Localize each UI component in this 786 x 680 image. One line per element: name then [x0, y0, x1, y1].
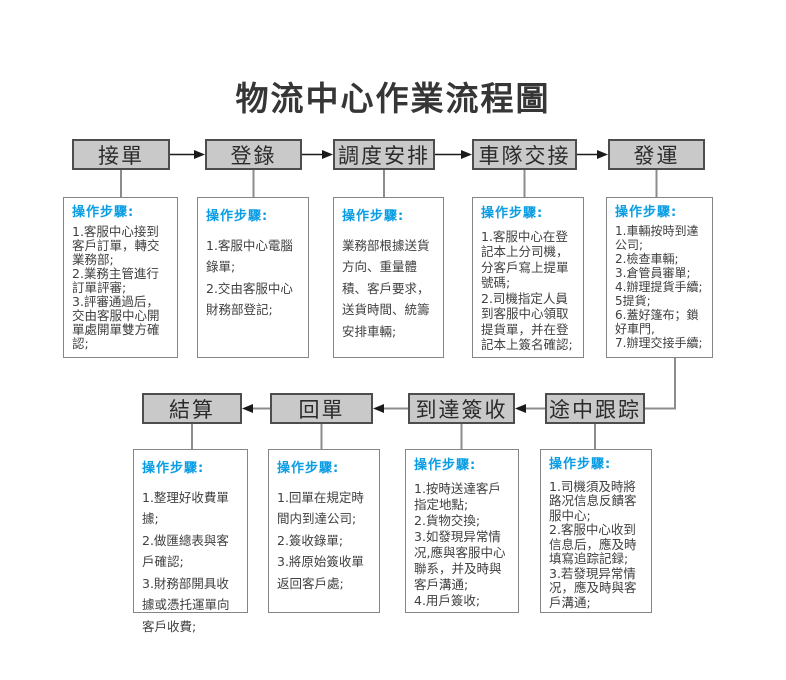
steps-box-dispatch-arrange: 操作步驟: 業務部根據送貨方向、重量體積、客戶要求，送貨時間、統籌安排車輛; [333, 197, 444, 358]
bottom-row-arrows [242, 404, 545, 413]
steps-list: 1.車輛按時到達公司;2.檢查車輛;3.倉管員審單;4.辦理提貨手續;5提貨;6… [615, 224, 706, 350]
step-text: 3.倉管員審單; [615, 266, 691, 280]
step-text: 3.如發現异常情况,應與客服中心聯系，并及時與客戶溝通; [414, 529, 506, 592]
step-text: 4.用戶簽收; [414, 593, 481, 608]
steps-header: 操作步驟: [142, 461, 205, 476]
steps-list: 業務部根據送貨方向、重量體積、客戶要求，送貨時間、統籌安排車輛; [342, 235, 437, 343]
steps-header: 操作步驟: [414, 458, 477, 473]
steps-header: 操作步驟: [72, 205, 135, 220]
flow-node-label: 發運 [633, 143, 680, 168]
flow-node-label: 登錄 [230, 143, 277, 168]
flow-node-route-tracking: 途中跟踪 [545, 393, 645, 424]
flow-node-arrival-sign: 到達簽收 [408, 393, 515, 424]
flow-node-label: 結算 [169, 397, 215, 422]
page-title: 物流中心作業流程圖 [235, 79, 551, 118]
step-text: 1.客服中心電腦錄單; [206, 237, 293, 275]
feedback-connector [645, 358, 676, 410]
steps-box-shipping: 操作步驟: 1.車輛按時到達公司;2.檢查車輛;3.倉管員審單;4.辦理提貨手續… [606, 197, 713, 358]
flow-node-label: 調度安排 [338, 143, 430, 168]
step-text: 2.貨物交換; [414, 513, 481, 528]
flow-node-label: 途中跟踪 [549, 397, 641, 422]
steps-header: 操作步驟: [549, 457, 612, 472]
steps-header: 操作步驟: [615, 205, 678, 220]
flow-node-shipping: 發運 [608, 139, 705, 170]
step-text: 2.司機指定人員到客服中心領取提貨單，并在登記本上簽名確認; [481, 290, 573, 353]
step-text: 7.辦理交接手續; [615, 336, 703, 350]
step-text: 3.若發現异常情况，應及時與客戶溝通; [549, 565, 637, 610]
step-text: 5提貨; [615, 294, 651, 308]
step-text: 6.蓋好篷布；鎖好車門, [615, 308, 699, 336]
steps-box-register: 操作步驟: 1.客服中心電腦錄單; 2.交由客服中心財務部登記; [197, 197, 309, 358]
steps-box-receive-order: 操作步驟: 1.客服中心接到客戶訂單，轉交業務部;2.業務主管進行訂單評審;3.… [63, 197, 178, 358]
flow-node-fleet-handover: 車隊交接 [472, 139, 577, 170]
top-row-arrows [170, 150, 608, 159]
steps-header: 操作步驟: [277, 461, 340, 476]
step-text: 1.司機須及時將路况信息反饋客服中心; [549, 478, 637, 523]
step-text: 2.客服中心收到信息后，應及時填寫追踪記録; [549, 522, 637, 566]
steps-list: 1.司機須及時將路况信息反饋客服中心;2.客服中心收到信息后，應及時填寫追踪記録… [549, 478, 645, 611]
step-text: 1.客服中心接到客戶訂單，轉交業務部; [72, 224, 160, 267]
steps-list: 1.客服中心在登記本上分司機，分客戶寫上提單號碼;2.司機指定人員到客服中心領取… [481, 229, 577, 353]
flow-node-label: 車隊交接 [478, 143, 571, 168]
steps-list: 1.客服中心接到客戶訂單，轉交業務部;2.業務主管進行訂單評審;3.評審通過后，… [72, 225, 171, 351]
steps-list: 1.回單在規定時間内到達公司; 2.簽收錄單; 3.將原始簽收單返回客戶處; [277, 487, 373, 595]
steps-header: 操作步驟: [206, 209, 269, 224]
step-text: 業務部根據送貨方向、重量體積、客戶要求，送貨時間、統籌安排車輛; [342, 237, 430, 339]
bottom-stub-lines [191, 424, 596, 449]
step-text: 2.業務主管進行訂單評審; [72, 266, 159, 295]
flow-node-dispatch-arrange: 調度安排 [333, 139, 435, 170]
step-text: 1.車輛按時到達公司; [615, 224, 699, 252]
steps-box-return-receipt: 操作步驟: 1.回單在規定時間内到達公司; 2.簽收錄單; 3.將原始簽收單返回客戶… [268, 449, 380, 613]
step-text: 1.按時送達客戶指定地點; [414, 481, 501, 512]
step-text: 1.整理好收費單據; [142, 489, 229, 527]
flow-node-label: 回單 [298, 397, 345, 422]
step-text: 1.回單在規定時間内到達公司; [277, 489, 364, 527]
step-text: 2.簽收錄單; [277, 532, 344, 548]
steps-header: 操作步驟: [342, 209, 405, 224]
steps-header: 操作步驟: [481, 206, 544, 221]
flow-node-label: 接單 [98, 143, 144, 168]
flow-node-register: 登錄 [205, 139, 302, 170]
flow-node-settlement: 結算 [142, 393, 242, 424]
flow-node-receive-order: 接單 [72, 139, 170, 170]
step-text: 3.評審通過后，交由客服中心開單處開單雙方確認; [72, 294, 160, 351]
step-text: 2.檢查車輛; [615, 252, 679, 266]
top-stub-lines [120, 170, 658, 197]
step-text: 1.客服中心在登記本上分司機，分客戶寫上提單號碼; [481, 228, 569, 291]
step-text: 3.將原始簽收單返回客戶處; [277, 554, 364, 591]
steps-box-settlement: 操作步驟: 1.整理好收費單據; 2.做匯總表與客戶確認; 3.財務部開具收據或憑托… [133, 449, 248, 634]
step-text: 2.交由客服中心財務部登記; [206, 280, 293, 318]
step-text: 4.辦理提貨手續; [615, 280, 703, 294]
steps-box-fleet-handover: 操作步驟: 1.客服中心在登記本上分司機，分客戶寫上提單號碼;2.司機指定人員到… [472, 197, 584, 358]
step-text: 3.財務部開具收據或憑托運單向客戶收費; [142, 575, 230, 634]
steps-list: 1.整理好收費單據; 2.做匯總表與客戶確認; 3.財務部開具收據或憑托運單向客戶收… [142, 487, 241, 638]
steps-box-arrival-sign: 操作步驟: 1.按時送達客戶指定地點;2.貨物交換;3.如發現异常情况,應與客服… [405, 449, 519, 613]
steps-box-route-tracking: 操作步驟: 1.司機須及時將路况信息反饋客服中心;2.客服中心收到信息后，應及時… [540, 449, 652, 613]
steps-list: 1.按時送達客戶指定地點;2.貨物交換;3.如發現异常情况,應與客服中心聯系，并… [414, 481, 512, 609]
steps-list: 1.客服中心電腦錄單; 2.交由客服中心財務部登記; [206, 235, 302, 321]
flow-node-label: 到達簽收 [415, 397, 508, 422]
flow-node-return-receipt: 回單 [270, 393, 373, 424]
step-text: 2.做匯總表與客戶確認; [142, 532, 229, 570]
